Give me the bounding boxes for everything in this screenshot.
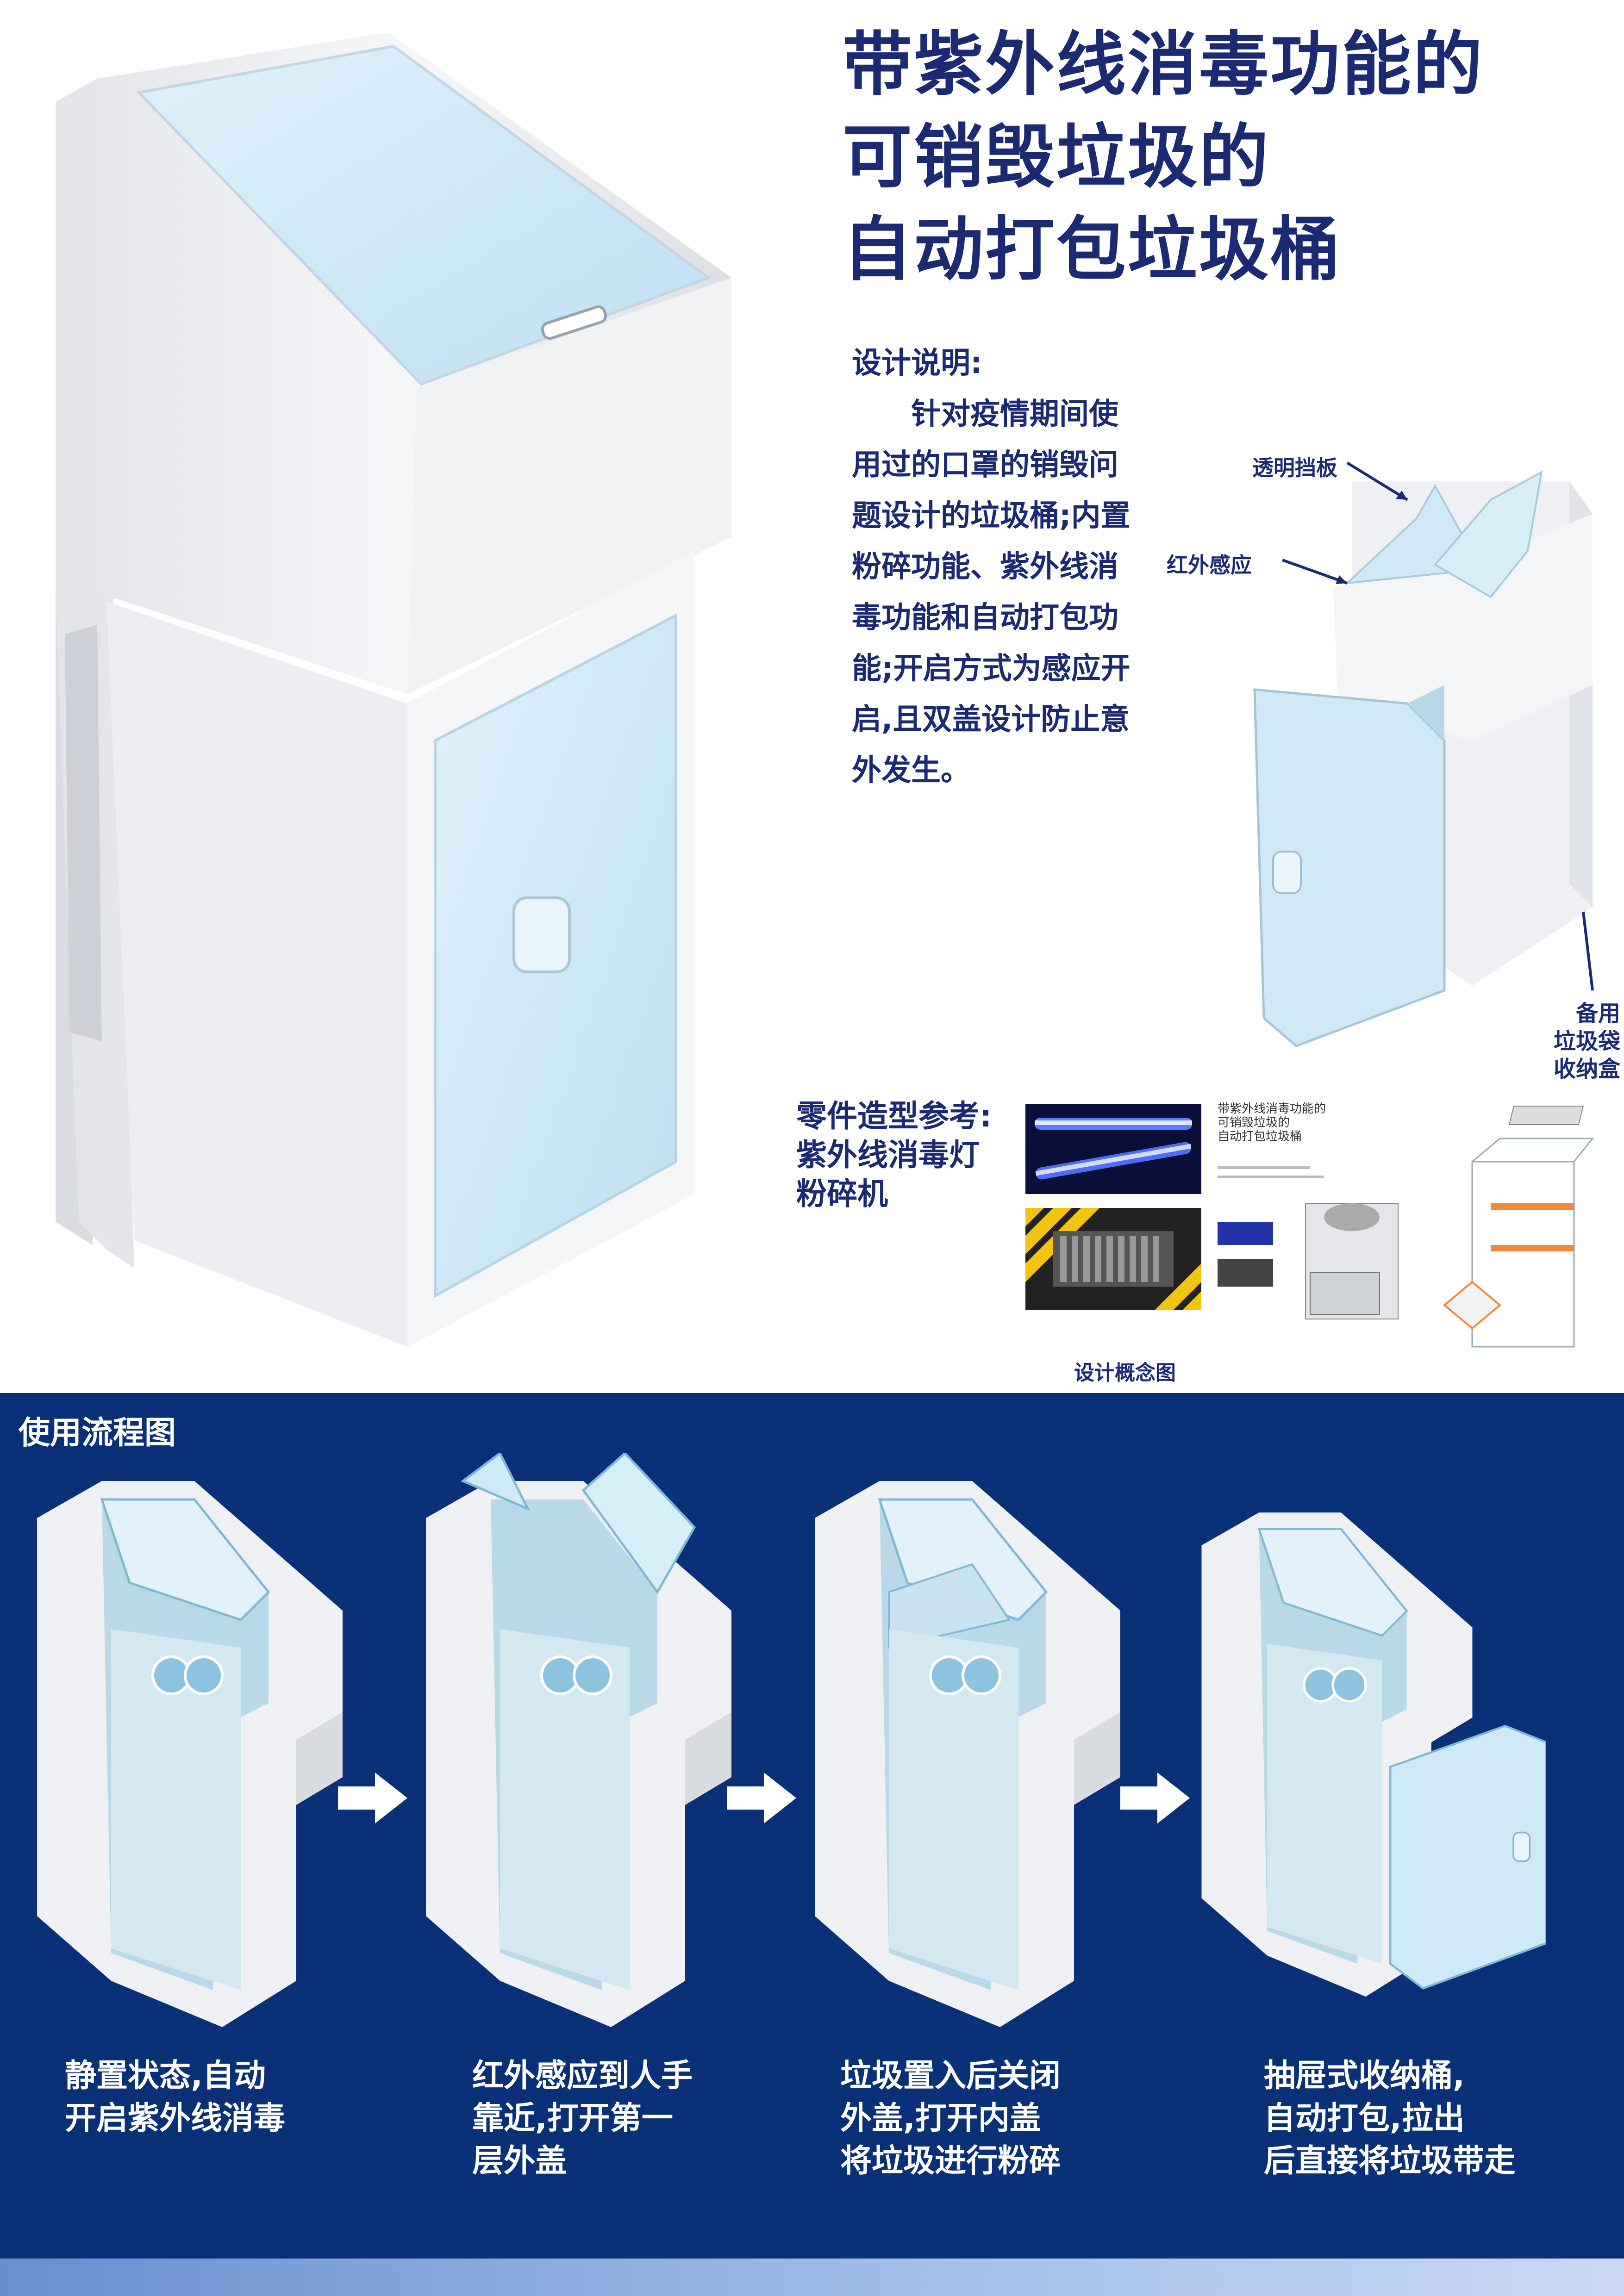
flow-step-3-caption: 垃圾置入后关闭 外盖,打开内盖 将垃圾进行粉碎 bbox=[840, 2055, 1099, 2183]
step-4-line-2: 自动打包,拉出 bbox=[1264, 2100, 1465, 2137]
concept-mini-title-3: 自动打包垃圾桶 bbox=[1218, 1130, 1302, 1144]
callout-storage-box: 备用 垃圾袋 收纳盒 bbox=[1546, 1000, 1620, 1083]
parts-line-3: 粉碎机 bbox=[796, 1176, 888, 1212]
flow-arrow-3 bbox=[1120, 1773, 1190, 1823]
step-2-line-1: 红外感应到人手 bbox=[472, 2058, 693, 2094]
flow-title: 使用流程图 bbox=[19, 1415, 176, 1451]
step-3-line-2: 外盖,打开内盖 bbox=[840, 2100, 1041, 2137]
flow-arrow-1 bbox=[338, 1773, 407, 1823]
title-line-3: 自动打包垃圾桶 bbox=[843, 210, 1342, 290]
title-line-2: 可销毁垃圾的 bbox=[843, 117, 1271, 198]
stage-3-render bbox=[815, 1481, 1120, 2027]
step-3-line-1: 垃圾置入后关闭 bbox=[840, 2058, 1061, 2094]
callout-storage-line-2: 垃圾袋 bbox=[1553, 1028, 1620, 1054]
callout-storage-line-3: 收纳盒 bbox=[1553, 1056, 1620, 1082]
hero-product-render bbox=[56, 32, 731, 1347]
step-4-line-3: 后直接将垃圾带走 bbox=[1264, 2143, 1516, 2179]
flow-arrow-2 bbox=[727, 1773, 796, 1823]
shredder-photo bbox=[1025, 1208, 1201, 1310]
parts-line-1: 零件造型参考: bbox=[796, 1098, 992, 1134]
title-line-1: 带紫外线消毒功能的 bbox=[843, 25, 1485, 105]
step-4-line-1: 抽屉式收纳桶, bbox=[1264, 2058, 1465, 2094]
open-state-render bbox=[1253, 461, 1594, 1047]
callout-infrared-sensor: 红外感应 bbox=[1167, 553, 1252, 578]
parts-reference: 零件造型参考: 紫外线消毒灯 粉碎机 bbox=[796, 1097, 1028, 1213]
callout-transparent-flap: 透明挡板 bbox=[1252, 455, 1337, 480]
poster-title: 带紫外线消毒功能的 可销毁垃圾的 自动打包垃圾桶 bbox=[843, 19, 1602, 296]
concept-caption: 设计概念图 bbox=[1074, 1361, 1176, 1385]
concept-mini-title-2: 可销毁垃圾的 bbox=[1218, 1116, 1290, 1130]
parts-line-2: 紫外线消毒灯 bbox=[796, 1137, 980, 1173]
uv-lamp-photo bbox=[1025, 1104, 1201, 1194]
callout-storage-line-1: 备用 bbox=[1575, 1001, 1620, 1027]
step-1-line-2: 开启紫外线消毒 bbox=[65, 2100, 286, 2137]
stage-4-render bbox=[1201, 1512, 1546, 1997]
footer-gradient-bar bbox=[0, 2259, 1624, 2296]
design-concept-sketch: 带紫外线消毒功能的 可销毁垃圾的 自动打包垃圾桶 bbox=[1213, 1097, 1616, 1375]
stage-2-render bbox=[426, 1453, 731, 2027]
flow-step-2-caption: 红外感应到人手 靠近,打开第一 层外盖 bbox=[472, 2055, 731, 2183]
flow-step-1-caption: 静置状态,自动 开启紫外线消毒 bbox=[65, 2055, 324, 2140]
flow-step-4-caption: 抽屉式收纳桶, 自动打包,拉出 后直接将垃圾带走 bbox=[1264, 2055, 1560, 2183]
description-body: 针对疫情期间使用过的口罩的销毁问题设计的垃圾桶;内置粉碎功能、紫外线消毒功能和自… bbox=[852, 397, 1131, 788]
description-heading: 设计说明: bbox=[852, 346, 982, 380]
stage-1-render bbox=[37, 1481, 343, 2027]
step-2-line-2: 靠近,打开第一 bbox=[472, 2100, 673, 2137]
step-2-line-3: 层外盖 bbox=[472, 2143, 567, 2179]
step-1-line-1: 静置状态,自动 bbox=[65, 2058, 266, 2094]
step-3-line-3: 将垃圾进行粉碎 bbox=[840, 2143, 1061, 2179]
concept-mini-title-1: 带紫外线消毒功能的 bbox=[1218, 1102, 1326, 1116]
design-description: 设计说明: 针对疫情期间使用过的口罩的销毁问题设计的垃圾桶;内置粉碎功能、紫外线… bbox=[852, 338, 1139, 796]
